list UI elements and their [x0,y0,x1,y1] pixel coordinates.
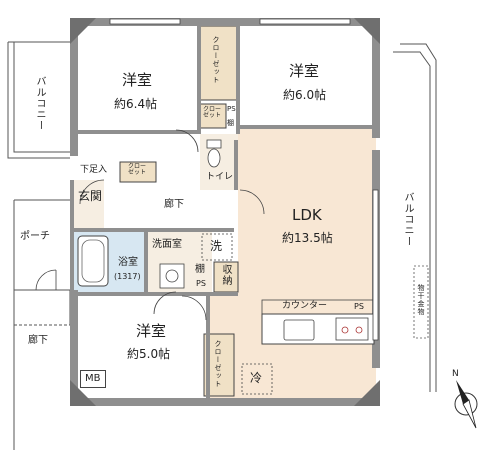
bedroom-ne-name: 洋室 [289,62,320,80]
bathroom-size: (1317) [114,272,141,281]
mb-label: MB [80,370,106,388]
shoe-closet-label: クロー ゼット [128,163,147,176]
wall-corners [70,18,380,406]
fridge-space [241,363,273,395]
bedroom-nw-area: 約6.4帖 [114,97,158,111]
washer-label: 洗 [210,239,223,253]
toilet-fixture [206,139,222,149]
bedroom-sw-area: 約5.0帖 [127,347,171,361]
floor-bedroom-nw [85,26,197,134]
bedroom-nw-name: 洋室 [122,71,153,89]
drying-hardware-outline [413,265,429,339]
washroom-label: 洗面室 [152,239,182,250]
balcony-right-label: バルコニー [402,192,413,247]
shoe-box-label: 下足入 [80,165,108,175]
floor-entrance [72,180,104,230]
bathtub [77,235,109,287]
closet-nw-label: クローゼット [212,36,220,84]
windows [109,18,379,341]
shelf-label: 棚 [195,264,205,275]
ldk-name: LDK [292,206,322,224]
hallway-outer-label: 廊下 [28,335,48,346]
counter-label: カウンター [282,301,328,311]
floor-ldk [238,129,376,404]
closet-small-label: クロー ゼット [203,106,222,119]
cooktop [335,317,369,341]
north-arrow [454,380,478,429]
storage-label: 収納 [220,264,231,286]
door-swings [35,129,265,321]
shelf-small-label: 棚 [227,119,234,127]
walls [70,18,380,406]
bedroom-sw-name: 洋室 [136,322,167,340]
bedroom-ne-area: 約6.0帖 [283,88,327,102]
closet-nw-fill [199,25,239,101]
ps-label-2: PS [196,279,206,288]
fridge-label: 冷 [250,371,263,385]
shoe-closet-fill [119,161,157,183]
balcony-left-label: バルコニー [34,76,45,131]
washbasin [159,263,185,289]
floor-bedroom-ne [240,26,375,129]
ps-label-1: PS [227,105,236,113]
entrance-label: 玄関 [78,189,103,203]
north-label: N [452,369,459,379]
drying-hardware-label: 物干金物 [417,284,425,316]
closet-sw-label: クローゼット [214,340,222,388]
exterior-lines [7,41,437,450]
ldk-area: 約13.5帖 [282,231,333,245]
hallway-inner-label: 廊下 [164,199,184,210]
bathroom-name: 浴室 [118,257,138,268]
porch-label: ポーチ [20,231,50,242]
ps-label-3: PS [354,302,364,311]
toilet-label: トイレ [206,172,234,182]
